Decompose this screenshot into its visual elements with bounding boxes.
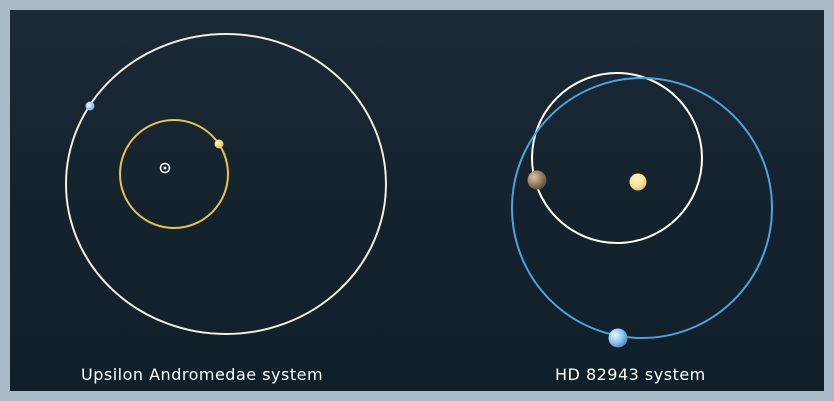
orbit-diagrams	[65, 33, 773, 348]
upsilon-andromedae-inner-orbit	[119, 119, 229, 229]
upsilon-andromedae-inner-planet	[214, 139, 224, 149]
upsilon-andromedae-outer-planet	[85, 101, 95, 111]
upsilon-andromedae-star-symbol	[159, 162, 171, 174]
hd-82943-outer-orbit	[511, 77, 773, 339]
orbit-diagram-panel: Upsilon Andromedae system HD 82943 syste…	[10, 10, 824, 391]
upsilon-andromedae-caption: Upsilon Andromedae system	[81, 365, 324, 384]
hd-82943-inner-orbit	[531, 72, 703, 244]
hd-82943-star	[629, 173, 647, 191]
hd-82943-brown-planet	[527, 170, 547, 190]
hd-82943-caption: HD 82943 system	[555, 365, 706, 384]
upsilon-andromedae-outer-orbit	[65, 33, 387, 335]
hd-82943-blue-planet	[608, 328, 628, 348]
